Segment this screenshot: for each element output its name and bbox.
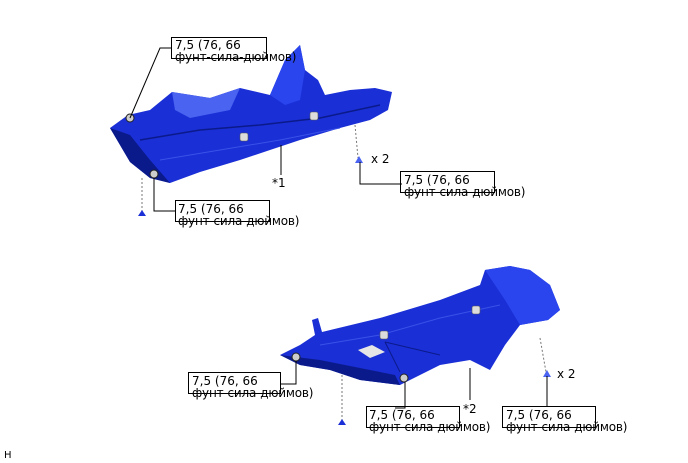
torque-box-2 bbox=[175, 200, 270, 222]
part-callout-2: *2 bbox=[463, 402, 477, 416]
under-cover-part-2 bbox=[280, 266, 560, 425]
torque-box-3 bbox=[400, 171, 495, 193]
part-callout-1: *1 bbox=[272, 176, 286, 190]
torque-box-4 bbox=[188, 372, 281, 394]
torque-box-1 bbox=[171, 37, 267, 59]
torque-label-3: 7,5 (76, 66 фунт-сила-дюймов) bbox=[404, 174, 525, 198]
torque-label-6: 7,5 (76, 66 фунт-сила-дюймов) bbox=[506, 409, 627, 433]
torque-unit: фунт-сила-дюймов) bbox=[192, 386, 314, 400]
torque-box-5 bbox=[366, 406, 460, 428]
torque-box-6 bbox=[502, 406, 596, 428]
torque-value: 7,5 (76, 66 bbox=[369, 408, 435, 422]
torque-unit: фунт-сила-дюймов) bbox=[175, 50, 297, 64]
illustration-code: H bbox=[4, 450, 12, 461]
torque-value: 7,5 (76, 66 bbox=[506, 408, 572, 422]
torque-label-4: 7,5 (76, 66 фунт-сила-дюймов) bbox=[192, 375, 313, 399]
quantity-label-2: x 2 bbox=[557, 367, 576, 381]
torque-value: 7,5 (76, 66 bbox=[175, 38, 241, 52]
torque-label-5: 7,5 (76, 66 фунт-сила-дюймов) bbox=[369, 409, 490, 433]
torque-value: 7,5 (76, 66 bbox=[404, 173, 470, 187]
under-cover-part-1 bbox=[110, 45, 392, 216]
torque-unit: фунт-сила-дюймов) bbox=[404, 185, 526, 199]
torque-label-1: 7,5 (76, 66 фунт-сила-дюймов) bbox=[175, 39, 296, 63]
torque-value: 7,5 (76, 66 bbox=[178, 202, 244, 216]
quantity-label-1: x 2 bbox=[371, 152, 390, 166]
torque-unit: фунт-сила-дюймов) bbox=[506, 420, 628, 434]
torque-unit: фунт-сила-дюймов) bbox=[369, 420, 491, 434]
torque-value: 7,5 (76, 66 bbox=[192, 374, 258, 388]
torque-label-2: 7,5 (76, 66 фунт-сила-дюймов) bbox=[178, 203, 299, 227]
torque-unit: фунт-сила-дюймов) bbox=[178, 214, 300, 228]
